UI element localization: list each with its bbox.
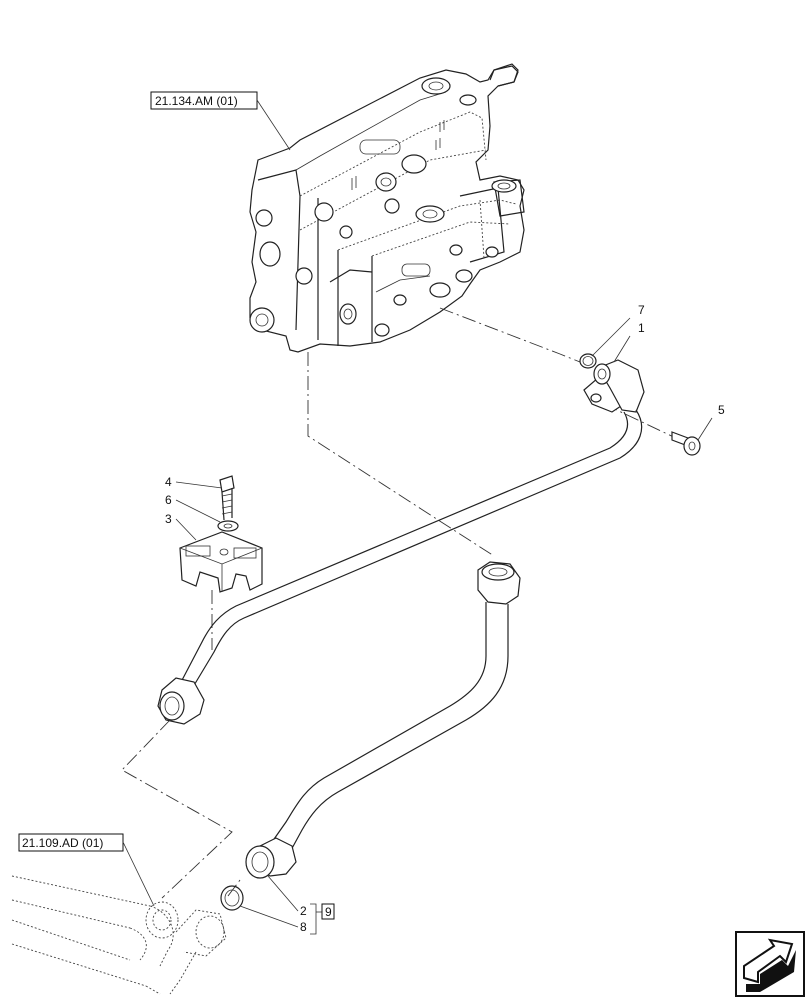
hydraulic-pipe-long bbox=[157, 409, 643, 725]
hydraulic-pipe-short bbox=[245, 561, 521, 879]
callout-6: 6 bbox=[165, 493, 221, 523]
svg-text:1: 1 bbox=[638, 321, 645, 335]
next-page-arrow-icon[interactable] bbox=[735, 931, 805, 997]
control-valve-block bbox=[249, 63, 525, 353]
callout-8: 8 bbox=[239, 905, 307, 934]
svg-text:4: 4 bbox=[165, 475, 172, 489]
o-ring-elbow bbox=[579, 353, 597, 369]
svg-text:3: 3 bbox=[165, 512, 172, 526]
svg-text:6: 6 bbox=[165, 493, 172, 507]
svg-text:2: 2 bbox=[300, 904, 307, 918]
clamp-bolt bbox=[219, 475, 235, 521]
callout-1: 1 bbox=[613, 321, 645, 363]
washer bbox=[217, 520, 239, 532]
svg-text:5: 5 bbox=[718, 403, 725, 417]
callout-3: 3 bbox=[165, 512, 197, 541]
group-ref-text: 9 bbox=[325, 905, 332, 919]
callout-7: 7 bbox=[591, 303, 645, 357]
callout-2: 2 bbox=[267, 875, 307, 918]
valve-reference-label[interactable]: 21.134.AM (01) bbox=[150, 91, 291, 151]
pipe-reference-text: 21.109.AD (01) bbox=[22, 836, 103, 850]
screw bbox=[671, 431, 701, 456]
valve-reference-text: 21.134.AM (01) bbox=[155, 94, 238, 108]
callout-5: 5 bbox=[697, 403, 725, 441]
callout-4: 4 bbox=[165, 475, 223, 489]
reference-pipes-dotted bbox=[11, 875, 227, 995]
assembly-centerlines bbox=[121, 307, 681, 899]
pipe-clamp bbox=[179, 531, 263, 593]
o-ring-pipe bbox=[220, 885, 244, 911]
elbow-fitting bbox=[583, 359, 645, 413]
svg-text:7: 7 bbox=[638, 303, 645, 317]
callout-group-bracket: 9 bbox=[310, 903, 335, 935]
svg-text:8: 8 bbox=[300, 920, 307, 934]
pipe-reference-label[interactable]: 21.109.AD (01) bbox=[18, 833, 155, 907]
